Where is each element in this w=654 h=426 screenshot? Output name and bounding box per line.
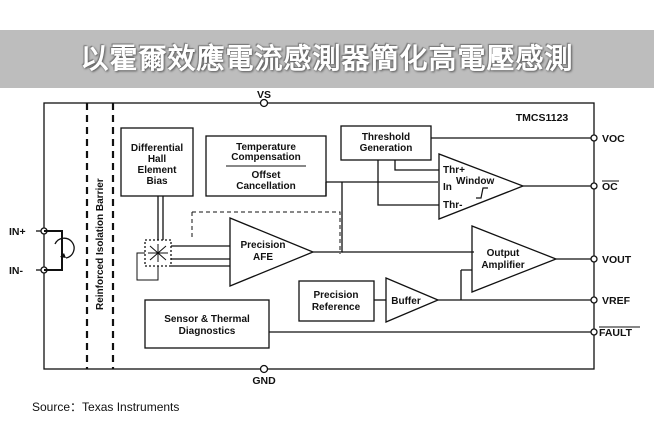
hall-bias-line-3: Element (138, 165, 178, 176)
in-plus-label: IN+ (9, 226, 26, 238)
window-thr-minus: Thr- (443, 200, 462, 211)
window-label: Window (456, 176, 494, 187)
chip-outline (43, 102, 595, 370)
vout-label: VOUT (602, 254, 632, 266)
fault-pin (590, 328, 598, 336)
hall-sensor-cross (148, 244, 168, 262)
threshold-line-1: Threshold (362, 132, 410, 143)
threshold-line-2: Generation (360, 143, 413, 154)
chip-name: TMCS1123 (516, 112, 569, 124)
hall-bias-line-2: Hall (148, 154, 167, 165)
gnd-pin (259, 364, 269, 374)
amp-line-1: Output (487, 248, 520, 259)
afe-line-2: AFE (253, 252, 273, 263)
vs-label: VS (257, 89, 271, 101)
hall-bias-block (120, 127, 194, 197)
diag-line-2: Diagnostics (179, 326, 236, 337)
precision-reference-block (298, 280, 375, 322)
oc-pin (590, 182, 598, 190)
ref-line-2: Reference (312, 302, 361, 313)
amp-ref-wire (460, 269, 472, 300)
in-minus-label: IN- (9, 265, 24, 277)
hysteresis-icon (476, 187, 488, 199)
temp-comp-line-1: Temperature (236, 142, 296, 153)
feedback-dashed (192, 211, 341, 254)
source-credit: Source：Texas Instruments (32, 400, 180, 414)
afe-line-1: Precision (240, 240, 285, 251)
vs-pin (259, 98, 269, 108)
window-comparator (438, 153, 525, 220)
window-thr-plus: Thr+ (443, 165, 465, 176)
title-banner: 以霍爾效應電流感測器簡化高電壓感測 (0, 30, 654, 88)
offset-line-1: Offset (252, 170, 282, 181)
voc-pin (590, 134, 598, 142)
current-loop-arrow (54, 237, 75, 259)
hall-bias-line-4: Bias (146, 176, 168, 187)
temp-offset-block (205, 135, 327, 197)
output-amplifier (471, 225, 558, 293)
hall-bias-line-1: Differential (131, 143, 183, 154)
gnd-label: GND (252, 375, 276, 387)
voc-label: VOC (602, 133, 625, 145)
window-in-label: In (443, 182, 452, 193)
thr-plus-wire (394, 160, 439, 171)
temp-comp-line-2: Compensation (231, 152, 300, 163)
buffer-label: Buffer (391, 296, 421, 307)
buffer (385, 277, 440, 323)
amp-line-2: Amplifier (481, 260, 524, 271)
precision-afe (229, 217, 315, 287)
oc-label: OC (602, 181, 618, 193)
diag-line-1: Sensor & Thermal (164, 314, 250, 325)
threshold-generation-block (340, 125, 432, 161)
vref-label: VREF (602, 295, 631, 307)
current-arrowhead (60, 253, 66, 258)
thr-minus-wire (377, 160, 439, 206)
hall-loop-wire (136, 252, 159, 281)
offset-line-2: Cancellation (236, 181, 295, 192)
vref-pin (590, 296, 598, 304)
fault-label: FAULT (599, 327, 633, 339)
sensor-diagnostics-block (144, 299, 270, 349)
primary-conductor (44, 230, 63, 271)
ref-line-1: Precision (313, 290, 358, 301)
afe-out-vertical (313, 182, 343, 253)
isolation-barrier-label: Reinforced Isolation Barrier (95, 178, 106, 310)
banner-title: 以霍爾效應電流感測器簡化高電壓感測 (80, 42, 574, 75)
vout-pin (590, 255, 598, 263)
